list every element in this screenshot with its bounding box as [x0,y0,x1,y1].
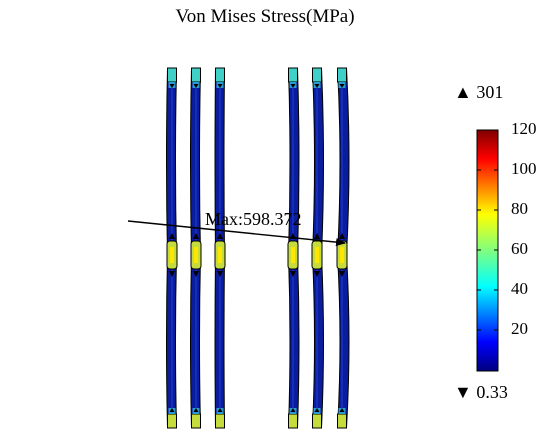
beam-mid-joint-core [218,247,222,263]
beam-bottom-cap [312,413,322,429]
cap-arrow-icon [193,84,199,88]
joint-arrow-up-icon [217,233,223,239]
max-stress-label: Max:598.372 [205,209,302,229]
beam-top-cap [191,67,201,83]
beam-lower-segment [311,254,324,429]
joint-arrow-down-icon [314,271,320,277]
beam-bottom-cap [337,413,347,429]
joint-arrow-up-icon [339,233,345,239]
joint-arrow-up-icon [314,233,320,239]
cap-arrow-icon [217,84,223,88]
colorbar-tick-label: 20 [511,319,528,338]
joint-arrow-down-icon [169,271,175,277]
cap-arrow-icon [339,84,345,88]
joint-arrow-down-icon [290,271,296,277]
cap-arrow-icon [169,84,175,88]
beam-mid-joint-core [340,247,344,263]
colorbar-tick-label: 40 [511,279,528,298]
beam-bottom-cap [288,413,298,429]
joint-arrow-down-icon [217,271,223,277]
cap-arrow-icon [314,408,320,412]
beam-top-cap [167,67,177,83]
beam-lower-segment [336,254,350,429]
beam-top-cap [337,67,347,83]
joint-arrow-down-icon [339,271,345,277]
page-title: Von Mises Stress(MPa) [175,6,355,27]
colorbar-tick-label: 100 [511,159,537,178]
cap-arrow-icon [193,408,199,412]
beam-top-cap [215,67,225,83]
beam-upper-segment [336,67,350,256]
cap-arrow-icon [339,408,345,412]
joint-arrow-up-icon [193,233,199,239]
max-annotation-arrow [127,220,346,247]
colorbar-tick-label: 120 [511,119,537,138]
beam-bottom-cap [167,413,177,429]
colorbar-ticks [477,129,498,331]
colorbar-tick-label: 60 [511,239,528,258]
cap-arrow-icon [290,84,296,88]
beam-bottom-cap [191,413,201,429]
beam-mid-joint-core [315,247,319,263]
colorbar-max-marker: ▲ 301 [454,82,504,102]
cap-arrow-icon [217,408,223,412]
colorbar-tick-label: 80 [511,199,528,218]
beam-group [166,67,350,429]
cap-arrow-icon [314,84,320,88]
joint-arrow-down-icon [193,271,199,277]
cap-arrow-icon [290,408,296,412]
joint-arrow-up-icon [169,233,175,239]
beam-upper-segment [311,67,324,256]
beam-top-cap [312,67,322,83]
beam-mid-joint-core [291,247,295,263]
beam-top-cap [288,67,298,83]
beam-mid-joint-core [170,247,174,263]
colorbar-min-marker: ▼ 0.33 [454,382,508,402]
cap-arrow-icon [169,408,175,412]
beam-bottom-cap [215,413,225,429]
beam-mid-joint-core [194,247,198,263]
